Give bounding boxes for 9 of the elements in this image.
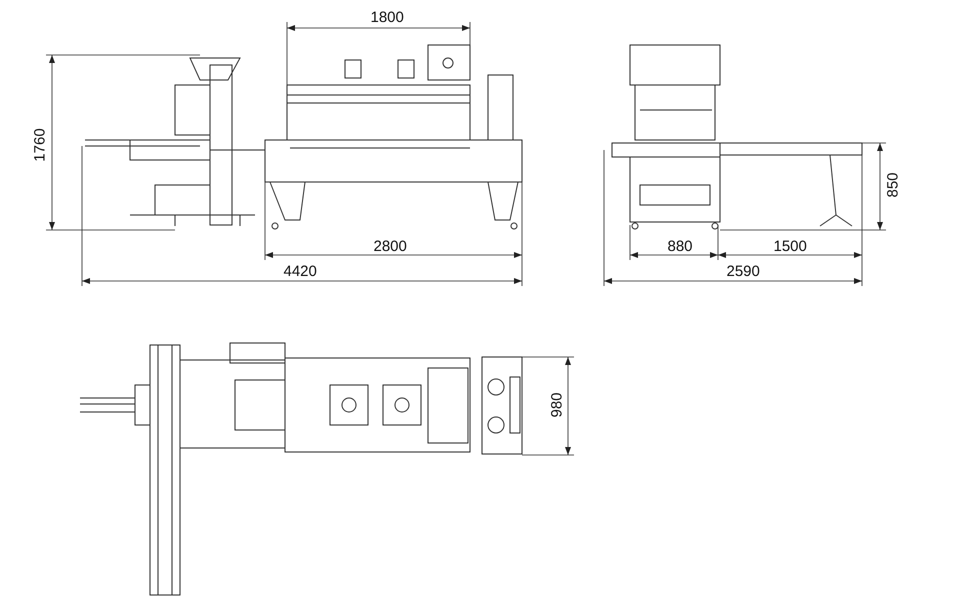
dimension-label: 2590 [726, 264, 760, 280]
dimension-label: 850 [885, 172, 902, 198]
dimension-label: 2800 [374, 239, 407, 255]
dimension-label: 880 [668, 239, 693, 255]
dimension-label: 1500 [774, 239, 807, 255]
dimension-label: 980 [549, 392, 566, 418]
dimension-label: 4420 [284, 264, 317, 280]
dimension-label: 1760 [32, 128, 48, 162]
dimension-label: 1800 [370, 10, 404, 26]
